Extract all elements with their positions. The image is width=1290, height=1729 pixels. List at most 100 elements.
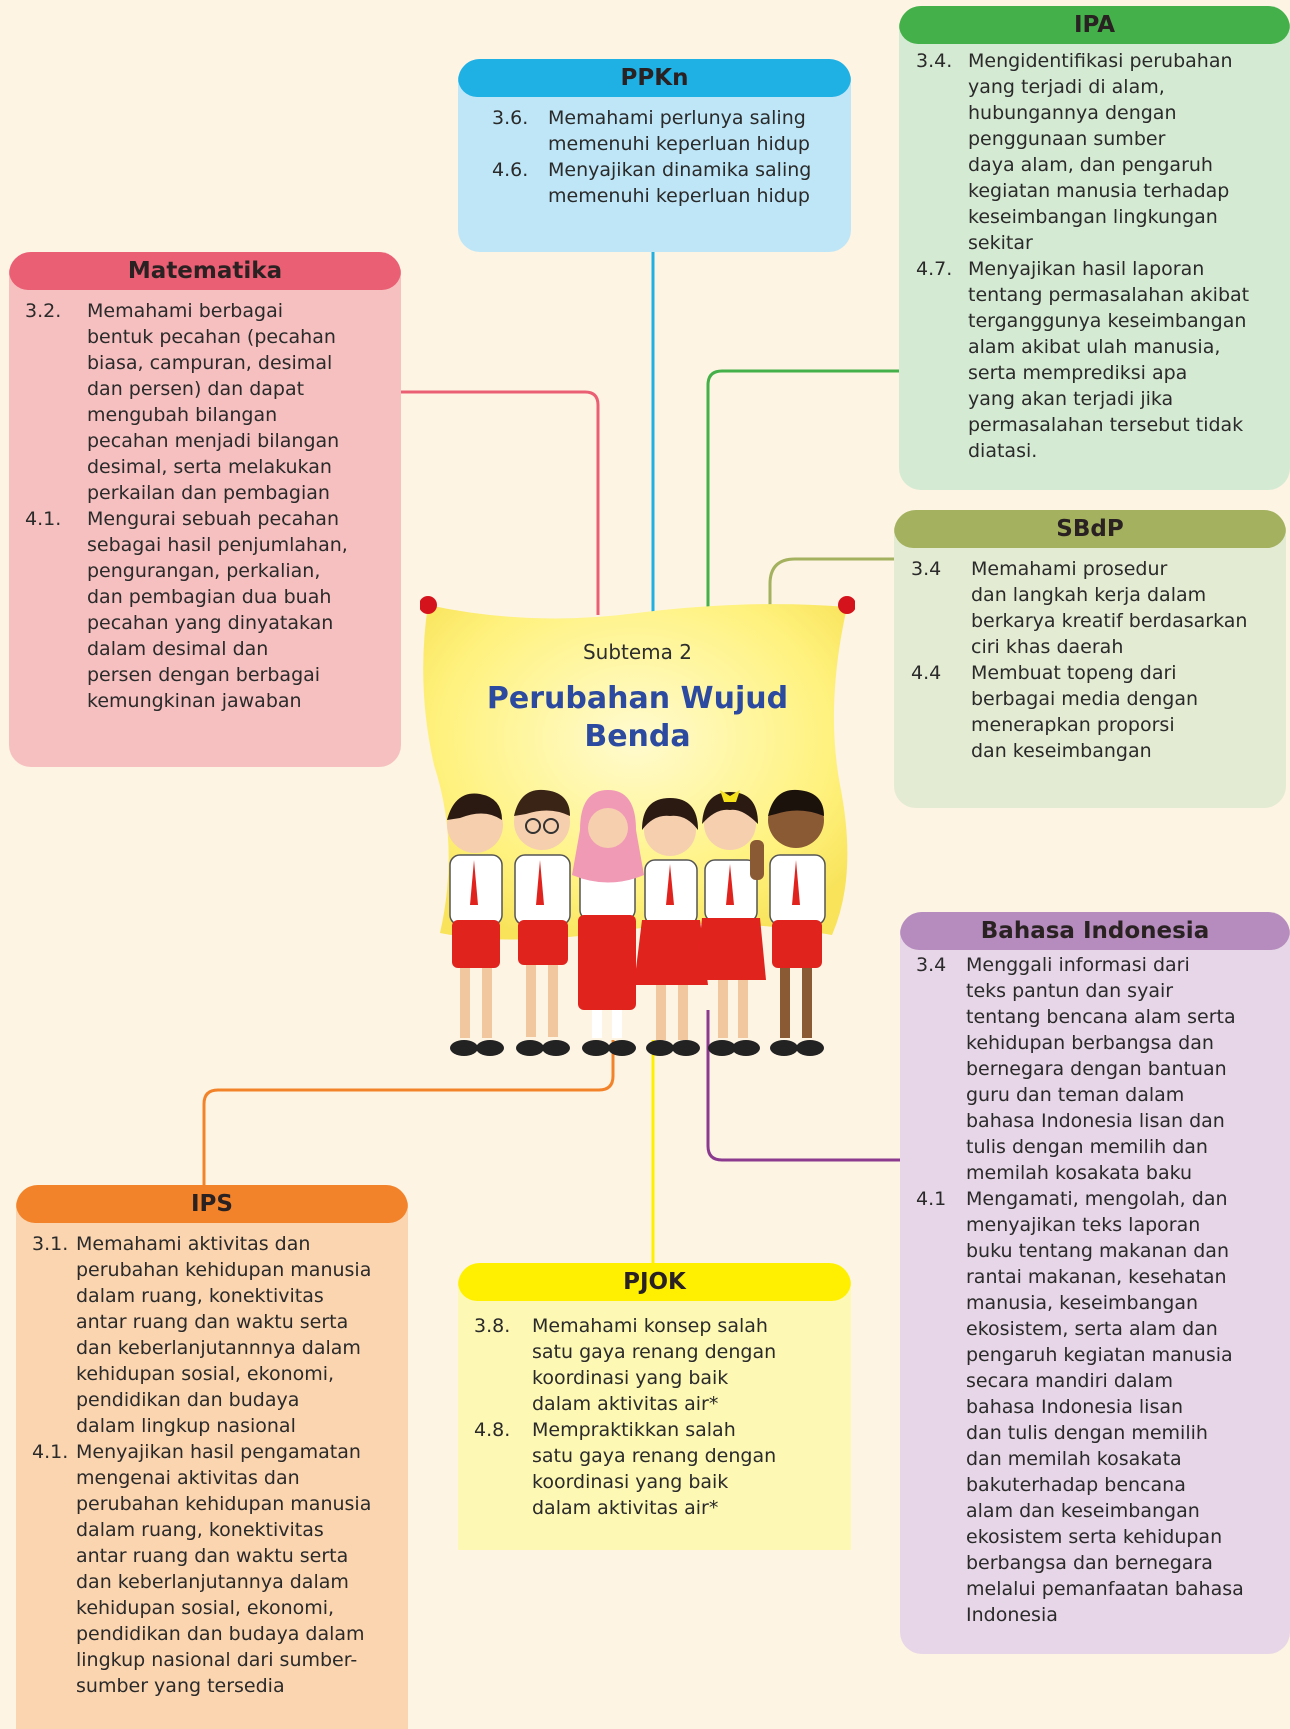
text-line: dan keberlanjutannya dalam [76, 1571, 349, 1593]
text-line: Menyajikan hasil laporan [968, 258, 1205, 280]
text-line: perkailan dan pembagian [87, 482, 330, 504]
text-line: dalam aktivitas air* [532, 1497, 719, 1519]
text-line: diatasi. [968, 440, 1038, 462]
ips-items: 3.1. Memahami aktivitas dan perubahan ke… [16, 1223, 408, 1709]
item-text: Mengidentifikasi perubahan yang terjadi … [968, 48, 1274, 256]
text-line: satu gaya renang dengan [532, 1445, 777, 1467]
text-line: mengubah bilangan [87, 404, 278, 426]
text-line: ekosistem, serta alam dan [966, 1318, 1218, 1340]
text-line: manusia, keseimbangan [966, 1292, 1199, 1314]
matematika-items: 3.2. Memahami berbagai bentuk pecahan (p… [9, 290, 401, 724]
text-line: dan tulis dengan memilih [966, 1422, 1208, 1444]
text-line: penggunaan sumber [968, 128, 1166, 150]
text-line: ekosistem serta kehidupan [966, 1526, 1223, 1548]
student-4 [634, 798, 708, 1056]
ppkn-title: PPKn [458, 59, 851, 97]
text-line: Menggali informasi dari [966, 954, 1190, 976]
text-line: perubahan kehidupan manusia [76, 1259, 372, 1281]
text-line: dalam aktivitas air* [532, 1393, 719, 1415]
sbdp-title: SBdP [894, 510, 1286, 548]
student-1 [447, 793, 504, 1056]
matematika-item-4-1: 4.1. Mengurai sebuah pecahan sebagai has… [17, 506, 385, 714]
bahasa-indonesia-item-3-4: 3.4 Menggali informasi dari teks pantun … [916, 952, 1274, 1186]
text-line: desimal, serta melakukan [87, 456, 332, 478]
item-text: Mempraktikkan salah satu gaya renang den… [532, 1417, 835, 1521]
text-line: koordinasi yang baik [532, 1471, 729, 1493]
text-line: Memahami konsep salah [532, 1315, 768, 1337]
ipa-card: IPA 3.4. Mengidentifikasi perubahan yang… [899, 6, 1290, 490]
text-line: yang terjadi di alam, [968, 76, 1165, 98]
text-line: kehidupan sosial, ekonomi, [76, 1363, 335, 1385]
item-text: Menggali informasi dari teks pantun dan … [966, 952, 1274, 1186]
text-line: persen dengan berbagai [87, 664, 321, 686]
pjok-items: 3.8. Memahami konsep salah satu gaya ren… [458, 1301, 851, 1531]
item-text: Memahami perlunya saling memenuhi keperl… [548, 105, 835, 157]
text-line: serta memprediksi apa [968, 362, 1188, 384]
item-text: Menyajikan dinamika saling memenuhi kepe… [548, 157, 835, 209]
ppkn-card: PPKn 3.6. Memahami perlunya saling memen… [458, 59, 851, 252]
text-line: perubahan kehidupan manusia [76, 1493, 372, 1515]
connector-bahasa-indonesia [706, 1010, 900, 1162]
text-line: lingkup nasional dari sumber- [76, 1649, 358, 1671]
text-line: menerapkan proporsi [971, 714, 1175, 736]
text-line: melalui pemanfaatan bahasa [966, 1578, 1244, 1600]
item-text: Menyajikan hasil pengamatan mengenai akt… [76, 1439, 392, 1699]
text-line: kemungkinan jawaban [87, 690, 302, 712]
item-number: 4.1. [25, 508, 62, 530]
pjok-title: PJOK [458, 1263, 851, 1301]
ipa-title: IPA [899, 6, 1290, 44]
item-number: 4.1 [916, 1188, 947, 1210]
sbdp-items: 3.4 Memahami prosedur dan langkah kerja … [894, 548, 1286, 774]
text-line: terganggunya keseimbangan [968, 310, 1247, 332]
text-line: satu gaya renang dengan [532, 1341, 777, 1363]
text-line: pendidikan dan budaya [76, 1389, 300, 1411]
text-line: alam dan keseimbangan [966, 1500, 1200, 1522]
item-number: 4.8. [474, 1419, 511, 1441]
text-line: dan langkah kerja dalam [971, 584, 1207, 606]
subtheme-title: Perubahan Wujud Benda [486, 681, 789, 754]
text-line: sebagai hasil penjumlahan, [87, 534, 348, 556]
pjok-card: PJOK 3.8. Memahami konsep salah satu gay… [458, 1263, 851, 1550]
text-line: mengenai aktivitas dan [76, 1467, 300, 1489]
item-number: 4.1. [32, 1441, 69, 1463]
item-number: 4.4 [911, 662, 942, 684]
text-line: Membuat topeng dari [971, 662, 1177, 684]
ips-card: IPS 3.1. Memahami aktivitas dan perubaha… [16, 1185, 408, 1729]
text-line: Mengidentifikasi perubahan [968, 50, 1233, 72]
text-line: Memahami perlunya saling [548, 107, 806, 129]
text-line: alam akibat ulah manusia, [968, 336, 1221, 358]
pin-right [838, 596, 855, 614]
text-line: bakuterhadap bencana [966, 1474, 1186, 1496]
matematika-card: Matematika 3.2. Memahami berbagai bentuk… [9, 252, 401, 767]
text-line: tentang bencana alam serta [966, 1006, 1236, 1028]
item-text: Mengurai sebuah pecahan sebagai hasil pe… [87, 506, 385, 714]
text-line: sumber yang tersedia [76, 1675, 285, 1697]
text-line: pecahan yang dinyatakan [87, 612, 334, 634]
bahasa-indonesia-title: Bahasa Indonesia [900, 912, 1290, 950]
item-text: Memahami konsep salah satu gaya renang d… [532, 1313, 835, 1417]
text-line: memilah kosakata baku [966, 1162, 1193, 1184]
bahasa-indonesia-items: 3.4 Menggali informasi dari teks pantun … [900, 950, 1290, 1638]
text-line: memenuhi keperluan hidup [548, 133, 810, 155]
text-line: dalam ruang, konektivitas [76, 1519, 324, 1541]
text-line: bernegara dengan bantuan [966, 1058, 1227, 1080]
text-line: dan keseimbangan [971, 740, 1152, 762]
text-line: sekitar [968, 232, 1033, 254]
text-line: dan pembagian dua buah [87, 586, 332, 608]
text-line: berbagai media dengan [971, 688, 1199, 710]
text-line: Memahami berbagai [87, 300, 283, 322]
item-number: 3.4 [911, 558, 942, 580]
student-2 [514, 789, 571, 1056]
ppkn-item-4-6: 4.6. Menyajikan dinamika saling memenuhi… [474, 157, 835, 209]
item-text: Memahami aktivitas dan perubahan kehidup… [76, 1231, 392, 1439]
pjok-item-3-8: 3.8. Memahami konsep salah satu gaya ren… [474, 1313, 835, 1417]
item-number: 3.8. [474, 1315, 511, 1337]
item-text: Mengamati, mengolah, dan menyajikan teks… [966, 1186, 1274, 1628]
text-line: berbangsa dan bernegara [966, 1552, 1213, 1574]
student-5 [696, 790, 766, 1056]
text-line: Menyajikan hasil pengamatan [76, 1441, 361, 1463]
bahasa-indonesia-item-4-1: 4.1 Mengamati, mengolah, dan menyajikan … [916, 1186, 1274, 1628]
matematika-item-3-2: 3.2. Memahami berbagai bentuk pecahan (p… [17, 298, 385, 506]
pin-left [420, 596, 437, 614]
